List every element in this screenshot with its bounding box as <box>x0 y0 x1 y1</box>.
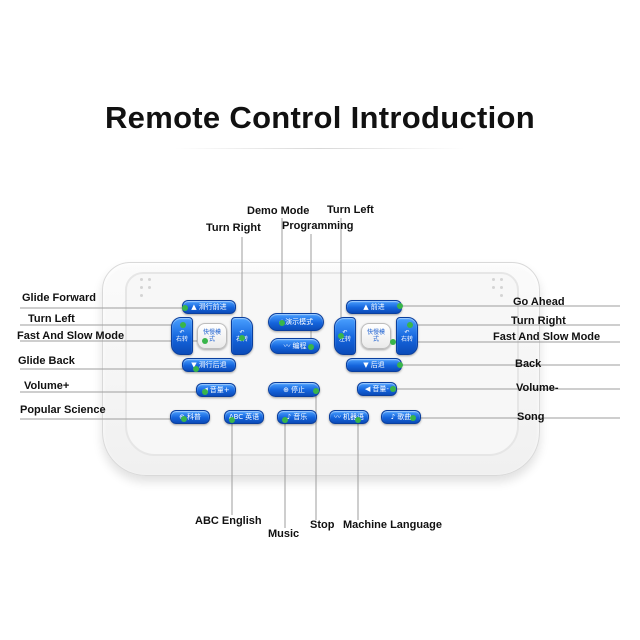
leader-dot <box>229 417 235 423</box>
glide-back-button[interactable]: ▼ 滑行后退 <box>182 358 236 372</box>
leader-dot <box>355 417 361 423</box>
leader-dot <box>308 344 314 350</box>
grille-dot <box>148 286 151 289</box>
leader-dot <box>313 388 319 394</box>
glide-forward-button[interactable]: ▲ 滑行前进 <box>182 300 236 314</box>
grille-dot <box>492 286 495 289</box>
machine-language-button[interactable]: 〰 机器语 <box>329 410 369 424</box>
label-turn-left-top: Turn Left <box>327 204 374 216</box>
turn-icon: ↶ <box>342 329 348 336</box>
stop-button[interactable]: ⊕ 停止 <box>268 382 320 397</box>
label-go-ahead: Go Ahead <box>513 296 565 308</box>
wave-icon: 〰 <box>334 413 341 421</box>
right-fast-slow-button[interactable]: 快慢模式 <box>361 323 391 349</box>
label-song: Song <box>517 411 545 423</box>
leader-dot <box>239 335 245 341</box>
note-icon: ♪ <box>286 413 292 421</box>
leader-dot <box>202 338 208 344</box>
label-machine-language: Machine Language <box>343 519 443 531</box>
label-glide-forward: Glide Forward <box>22 292 96 304</box>
label-turn-right-top: Turn Right <box>206 222 261 234</box>
label-back: Back <box>515 358 542 370</box>
label-stop: Stop <box>310 519 335 531</box>
speaker-icon: ◀ <box>365 385 371 393</box>
label-popular-science: Popular Science <box>20 404 106 416</box>
label-abc-english: ABC English <box>195 515 262 527</box>
arrow-up-icon: ▲ <box>191 303 197 311</box>
label-fast-slow-left: Fast And Slow Mode <box>17 330 125 342</box>
label-volume-plus: Volume+ <box>24 380 70 392</box>
label-glide-back: Glide Back <box>18 355 75 367</box>
title-divider <box>175 148 465 149</box>
label-fast-slow-right: Fast And Slow Mode <box>493 331 601 343</box>
grille-dot <box>500 286 503 289</box>
grille-dot <box>492 278 495 281</box>
grille-dot <box>140 278 143 281</box>
demo-mode-button[interactable]: ☝ 演示模式 <box>268 313 324 331</box>
label-turn-right-right: Turn Right <box>511 315 566 327</box>
grille-dot <box>500 294 503 297</box>
volume-down-button[interactable]: ◀ 音量- <box>357 382 397 396</box>
back-button[interactable]: ▼ 后退 <box>346 358 402 372</box>
leader-dot <box>410 415 416 421</box>
grille-dot <box>140 294 143 297</box>
arrow-up-icon: ▲ <box>363 303 369 311</box>
leader-dot <box>193 366 199 372</box>
right-turn-left-button[interactable]: ↶ 左转 <box>334 317 356 355</box>
note-icon: ♪ <box>390 413 396 421</box>
label-programming: Programming <box>282 220 354 232</box>
abc-icon: ABC <box>228 413 244 421</box>
program-icon: 〰 <box>283 342 291 350</box>
programming-button[interactable]: 〰 编程 <box>270 338 320 354</box>
turn-icon: ↶ <box>239 329 245 336</box>
left-fast-slow-button[interactable]: 快慢模式 <box>197 323 227 349</box>
label-music: Music <box>268 528 300 540</box>
turn-icon: ↶ <box>179 329 185 336</box>
leader-dot <box>182 305 188 311</box>
leader-dot <box>338 333 344 339</box>
arrow-down-icon: ▼ <box>191 361 197 369</box>
science-button[interactable]: ⊕ 科普 <box>170 410 210 424</box>
leader-dot <box>407 322 413 328</box>
leader-dot <box>282 417 288 423</box>
arrow-down-icon: ▼ <box>363 361 369 369</box>
label-volume-minus: Volume- <box>516 382 559 394</box>
leader-dot <box>397 362 403 368</box>
label-demo-mode: Demo Mode <box>247 205 310 217</box>
turn-icon: ↶ <box>404 329 410 336</box>
grille-dot <box>500 278 503 281</box>
leader-dot <box>397 303 403 309</box>
leader-dot <box>390 386 396 392</box>
leader-dot <box>181 416 187 422</box>
leader-dot <box>180 322 186 328</box>
go-ahead-button[interactable]: ▲ 前进 <box>346 300 402 314</box>
stop-icon: ⊕ <box>283 385 289 394</box>
leader-dot <box>279 320 285 326</box>
leader-dot <box>390 339 396 345</box>
grille-dot <box>148 278 151 281</box>
left-turn-left-button[interactable]: ↶ 右转 <box>171 317 193 355</box>
grille-dot <box>140 286 143 289</box>
label-turn-left-left: Turn Left <box>28 313 75 325</box>
page-title: Remote Control Introduction <box>104 100 535 135</box>
leader-dot <box>202 389 208 395</box>
